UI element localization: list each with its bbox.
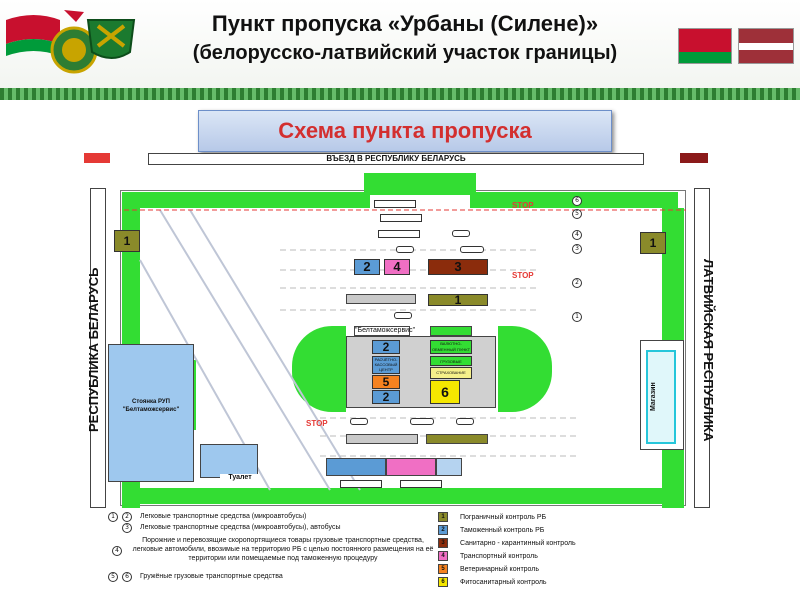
legend-lane-3: 3 (122, 523, 132, 533)
control-booth-lower (346, 434, 418, 444)
left-border-line (90, 188, 106, 508)
right-border-line (694, 188, 710, 508)
customs-booth-lower (326, 458, 386, 476)
parking-label: Стоянка РУП "Белтаможсервис" (122, 399, 180, 413)
page-subtitle: (белорусско-латвийский участок границы) (192, 42, 618, 64)
scheme-title: Схема пункта пропуска (198, 110, 612, 152)
legend-lane-text: Легковые транспортные средства (микроавт… (140, 513, 307, 520)
truck-icon (380, 214, 422, 222)
currency-exchange: ВАЛЮТНО-ОБМЕННЫЙ ПУНКТ (430, 340, 472, 354)
shop-inner (646, 350, 676, 444)
parking-lot (108, 344, 194, 482)
zone-border-left: 1 (114, 230, 140, 252)
green-island-left (292, 326, 346, 412)
header-divider (0, 88, 800, 100)
border-booth-lower (426, 434, 488, 444)
latvia-flag-icon (738, 28, 794, 64)
legend-swatch-phyto: 6 (438, 577, 448, 587)
green-zone-top-left (122, 192, 370, 208)
customs-booth-lower-2 (436, 458, 462, 476)
green-zone-bottom (122, 488, 682, 504)
toilet-label: Туалет (220, 474, 260, 481)
car-icon (396, 246, 414, 253)
shop-label: Магазин (650, 382, 657, 412)
truck-icon (340, 480, 382, 488)
bus-icon (460, 246, 484, 253)
lane-3-marker: 3 (572, 244, 582, 254)
stop-sign-top: STOP (512, 200, 534, 211)
legend-swatch-veterinary: 5 (438, 564, 448, 574)
lane-markers: 6 5 4 3 2 1 (530, 196, 680, 326)
page-title: Пункт пропуска «Урбаны (Силене)» (211, 11, 599, 36)
zone-customs-2: 2 (354, 259, 380, 275)
lane-4-marker: 4 (572, 230, 582, 240)
stop-sign-mid: STOP (512, 271, 534, 280)
bus-icon (410, 418, 434, 425)
right-country-label: ЛАТВИЙСКАЯ РЕСПУБЛИКА (701, 258, 716, 442)
freight-brokers: ГРУЗОВЫЕ БРОКЕРЫ (430, 356, 472, 373)
legend-lane-1: 1 (108, 512, 118, 522)
belarus-flag-icon (678, 28, 732, 64)
zone-transport-4: 4 (384, 259, 410, 275)
zone-border-right: 1 (640, 232, 666, 254)
legend-control-text: Ветеринарный контроль (460, 566, 540, 573)
insurance-office: СТРАХОВАНИЕ (430, 367, 472, 379)
lane-1-marker: 1 (572, 312, 582, 322)
zone-customs-2-lower: 2 (372, 390, 400, 404)
border-barrier-left (84, 153, 110, 163)
legend-lanes: 1 2 Легковые транспортные средства (микр… (108, 510, 438, 600)
legend-lane-6: 6 (122, 572, 132, 582)
stop-sign-bottom-left: STOP (306, 419, 328, 428)
lane-2-marker: 2 (572, 278, 582, 288)
legend-swatch-border: 1 (438, 512, 448, 522)
car-icon (452, 230, 470, 237)
truck-icon (374, 200, 416, 208)
legend-controls: 1 Пограничный контроль РБ 2 Таможенный к… (438, 510, 688, 600)
legend-lane-text: Легковые транспортные средства (микроавт… (140, 524, 341, 531)
cashier-center: РАСЧЁТНО-КАССОВЫЙ ЦЕНТР (372, 356, 400, 374)
legend-control-text: Таможенный контроль РБ (460, 527, 545, 534)
legend-lane-2: 2 (122, 512, 132, 522)
left-country-label: РЕСПУБЛИКА БЕЛАРУСЬ (86, 267, 101, 433)
truck-icon (378, 230, 420, 238)
legend-control-text: Пограничный контроль РБ (460, 514, 547, 521)
legend-control-text: Транспортный контроль (460, 553, 538, 560)
truck-icon (400, 480, 442, 488)
legend-lane-text: Гружёные грузовые транспортные средства (140, 573, 283, 580)
zone-veterinary-5: 5 (372, 375, 400, 389)
legend-swatch-customs: 2 (438, 525, 448, 535)
lane-6-marker: 6 (572, 196, 582, 206)
beltamozh-sign: "Белтаможсервис" (354, 326, 416, 336)
zone-customs-2-center: 2 (372, 340, 400, 354)
lane-5-marker: 5 (572, 209, 582, 219)
legend-lane-4: 4 (112, 546, 122, 556)
border-barrier-right (680, 153, 708, 163)
zone-border-1: 1 (428, 294, 488, 306)
legend-lane-text: Порожние и перевозящие скоропортящиеся т… (132, 537, 434, 562)
entry-banner: ВЪЕЗД В РЕСПУБЛИКУ БЕЛАРУСЬ (148, 153, 644, 165)
legend-swatch-transport: 4 (438, 551, 448, 561)
belarus-emblem-icon (6, 10, 136, 74)
legend-lane-5: 5 (108, 572, 118, 582)
toilet-building (200, 444, 258, 478)
car-icon (456, 418, 474, 425)
central-building (346, 336, 496, 408)
transport-booth-lower (386, 458, 436, 476)
header-bar (0, 0, 800, 100)
green-zone-entry (364, 173, 476, 195)
central-sign-right (430, 326, 472, 336)
zone-phyto-6: 6 (430, 380, 460, 404)
legend-swatch-sanitary: 3 (438, 538, 448, 548)
zone-sanitary-3: 3 (428, 259, 488, 275)
car-icon (394, 312, 412, 319)
legend-control-text: Фитосанитарный контроль (460, 579, 547, 586)
legend-control-text: Санитарно - карантинный контроль (460, 540, 576, 547)
control-booth (346, 294, 416, 304)
car-icon (350, 418, 368, 425)
